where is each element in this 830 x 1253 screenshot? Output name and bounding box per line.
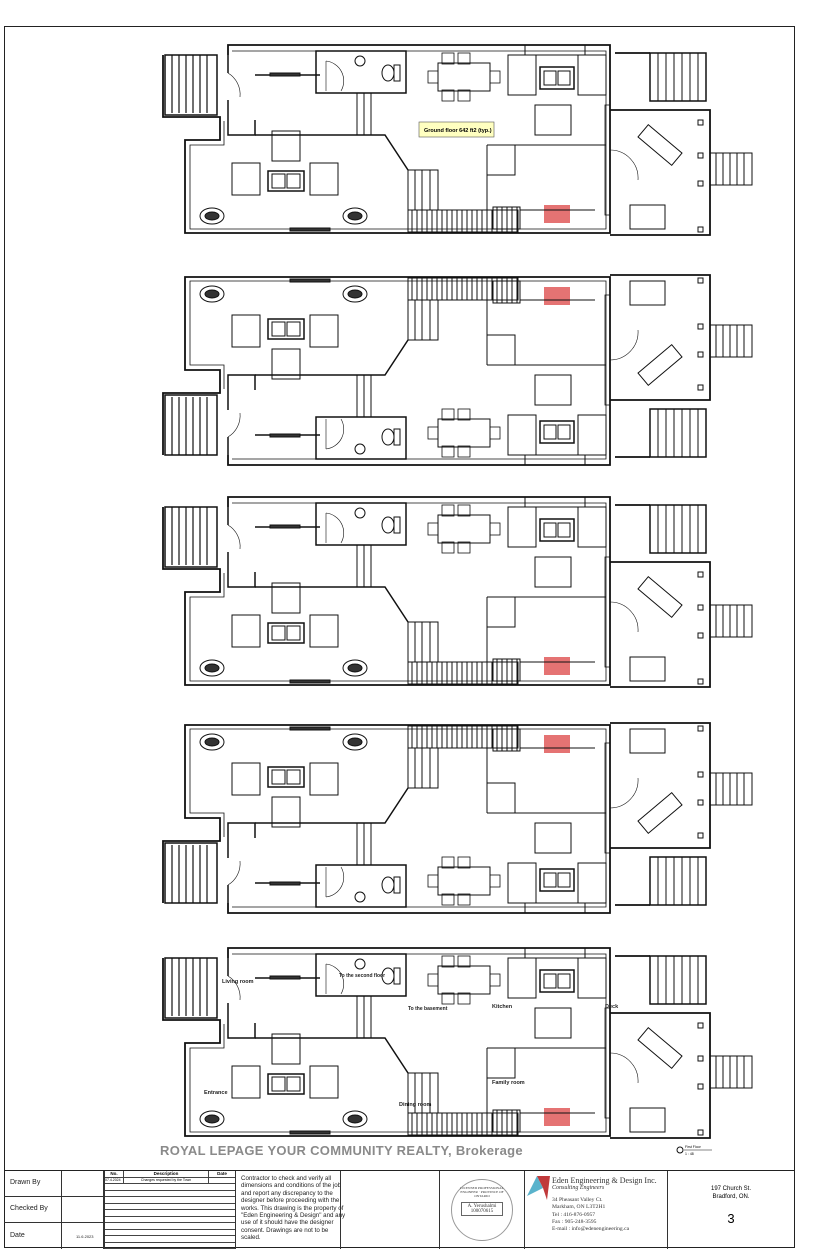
label-living-room: Living room (222, 979, 254, 985)
watermark: ROYAL LEPAGE YOUR COMMUNITY REALTY, Brok… (160, 1143, 523, 1158)
area-label-box (418, 121, 495, 138)
company-info: Eden Engineering & Design Inc. Consultin… (552, 1176, 657, 1233)
checked-by-label: Checked By (10, 1205, 48, 1212)
view-marker-icon (676, 1146, 684, 1154)
company-tel: Tel : 416-876-0957 (552, 1211, 596, 1218)
label-to-basement: To the basement (408, 1006, 448, 1012)
rev-description: Changes requested by the Town (124, 1177, 209, 1183)
rev-header-no: No. (105, 1171, 124, 1177)
engineer-seal: LICENSED PROFESSIONAL ENGINEER · PROVINC… (451, 1179, 513, 1241)
seal-name: A. Yerushalmi (467, 1204, 497, 1209)
rev-no: 07.4.2024 (105, 1177, 124, 1183)
rev-header-date: Date (217, 1171, 227, 1176)
sheet-number: 3 (727, 1211, 735, 1226)
label-kitchen: Kitchen (492, 1004, 513, 1010)
label-dining-room: Dining room (399, 1102, 431, 1108)
unit-5-plan (162, 947, 753, 1139)
label-family-room: Family room (492, 1080, 525, 1086)
general-notes: Contractor to check and verify all dimen… (241, 1175, 346, 1242)
view-scale: 1 : 48 (685, 1152, 694, 1156)
seal-ring-text: LICENSED PROFESSIONAL ENGINEER · PROVINC… (460, 1186, 504, 1198)
company-name: Eden Engineering & Design Inc. (552, 1176, 657, 1185)
area-label: Ground floor 642 ft2 (typ.) (424, 128, 492, 134)
view-title: First Floor (685, 1145, 702, 1149)
project-address-line2: Bradford, ON. (712, 1194, 750, 1200)
sheet-border (4, 26, 795, 1248)
project-address-line1: 197 Church St. (710, 1186, 752, 1192)
date-value: 11.6.2023 (76, 1234, 94, 1239)
title-block: Drawn By Checked By Date 11.6.2023 No.De… (4, 1170, 795, 1249)
label-deck: Deck (605, 1004, 619, 1010)
company-address1: 34 Pheasant Valley Ct. (552, 1197, 603, 1203)
unit-2-plan (162, 274, 753, 466)
company-logo-icon (527, 1176, 543, 1196)
label-to-second-floor: To the second floor (339, 973, 385, 979)
date-label: Date (10, 1232, 25, 1239)
unit-1-plan (162, 44, 753, 236)
company-subtitle: Consulting Engineers (552, 1185, 605, 1191)
seal-number: 100070615 (470, 1209, 494, 1214)
company-email: E-mail : info@edenengineering.ca (552, 1226, 630, 1233)
rev-header-description: Description (124, 1171, 209, 1177)
company-fax: Fax : 905-248-3595 (552, 1218, 597, 1225)
unit-3-plan (162, 496, 753, 688)
company-address2: Markham, ON L3T2H1 (552, 1204, 606, 1211)
rev-date (209, 1178, 235, 1184)
drawn-by-label: Drawn By (10, 1179, 41, 1186)
unit-4-plan (162, 722, 753, 914)
label-entrance: Entrance (204, 1090, 228, 1096)
